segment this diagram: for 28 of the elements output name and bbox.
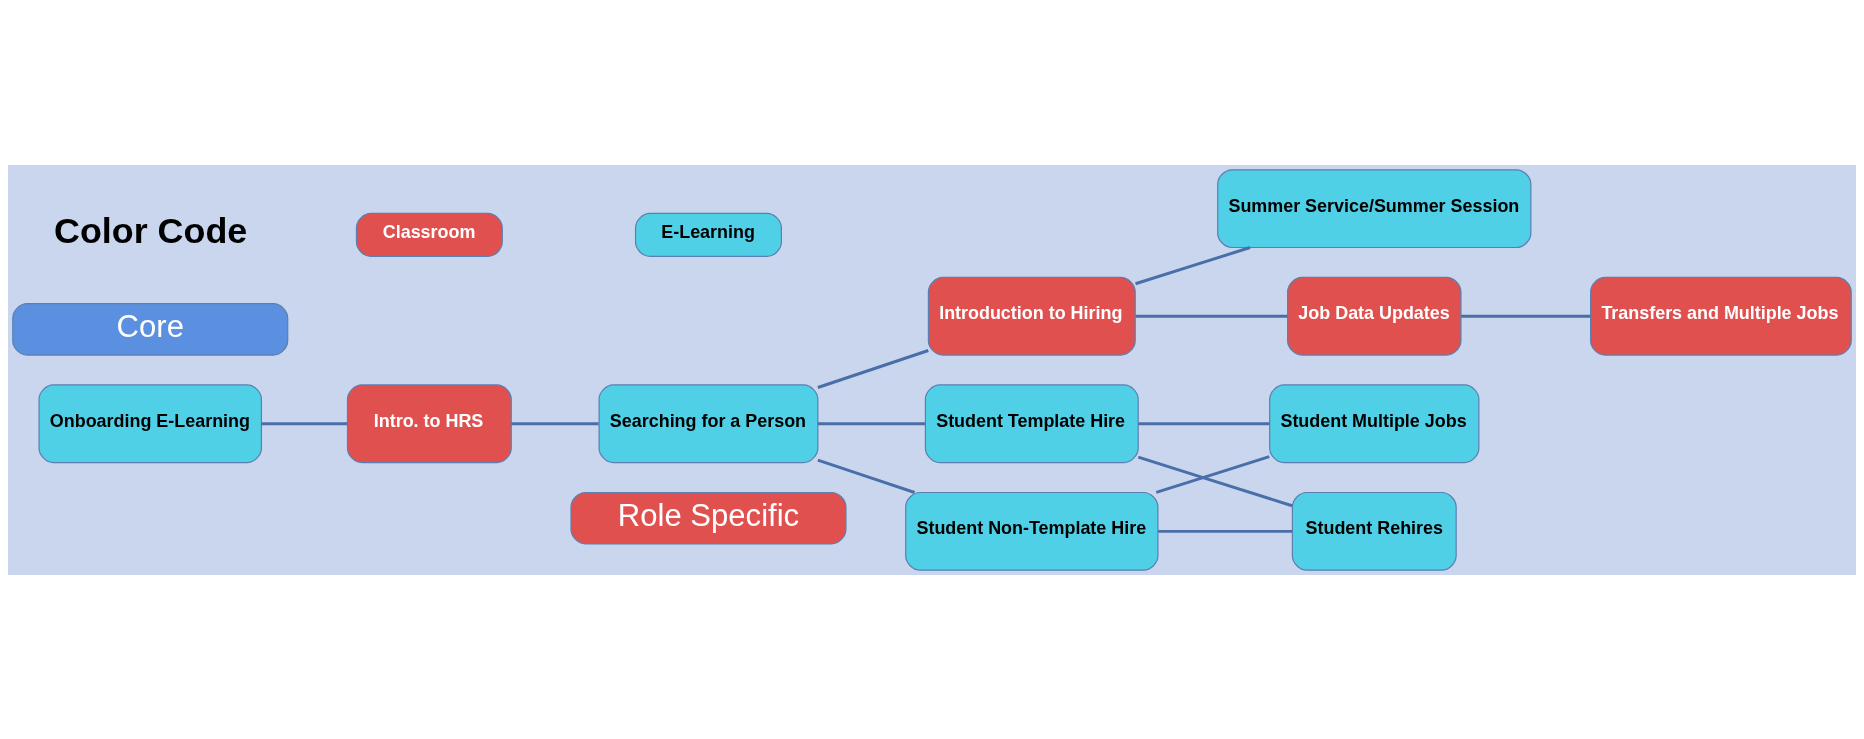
node-box: Role Specific [570,491,847,544]
node-box: Student Non-Template Hire [905,491,1159,571]
node-box: Summer Service/Summer Session [1217,168,1532,248]
node-box: Transfers and Multiple Jobs [1590,276,1852,356]
node-box: Student Rehires [1291,491,1457,571]
connector [511,421,599,425]
connector [1138,421,1270,425]
node-box: Job Data Updates [1287,276,1462,356]
node-box: Onboarding E-Learning [38,383,263,463]
legend-label: E-Learning [661,221,755,242]
connector [817,348,929,389]
node-box: Student Template Hire [924,383,1139,463]
label: Color Code [54,210,248,251]
node-box: Introduction to Hiring [927,276,1136,356]
connector [1158,529,1293,533]
connector [1135,314,1288,318]
node-box: Searching for a Person [598,383,819,463]
connector [1461,314,1591,318]
node-box: Core [12,302,289,356]
connector [1135,245,1251,285]
connector [1155,454,1270,494]
connector [817,458,916,494]
connector [1137,455,1293,507]
node-box: Intro. to HRS [346,383,512,463]
node-box: Student Multiple Jobs [1269,383,1480,463]
connector [817,421,926,425]
legend-label: Classroom [382,221,476,242]
connector [261,421,348,425]
